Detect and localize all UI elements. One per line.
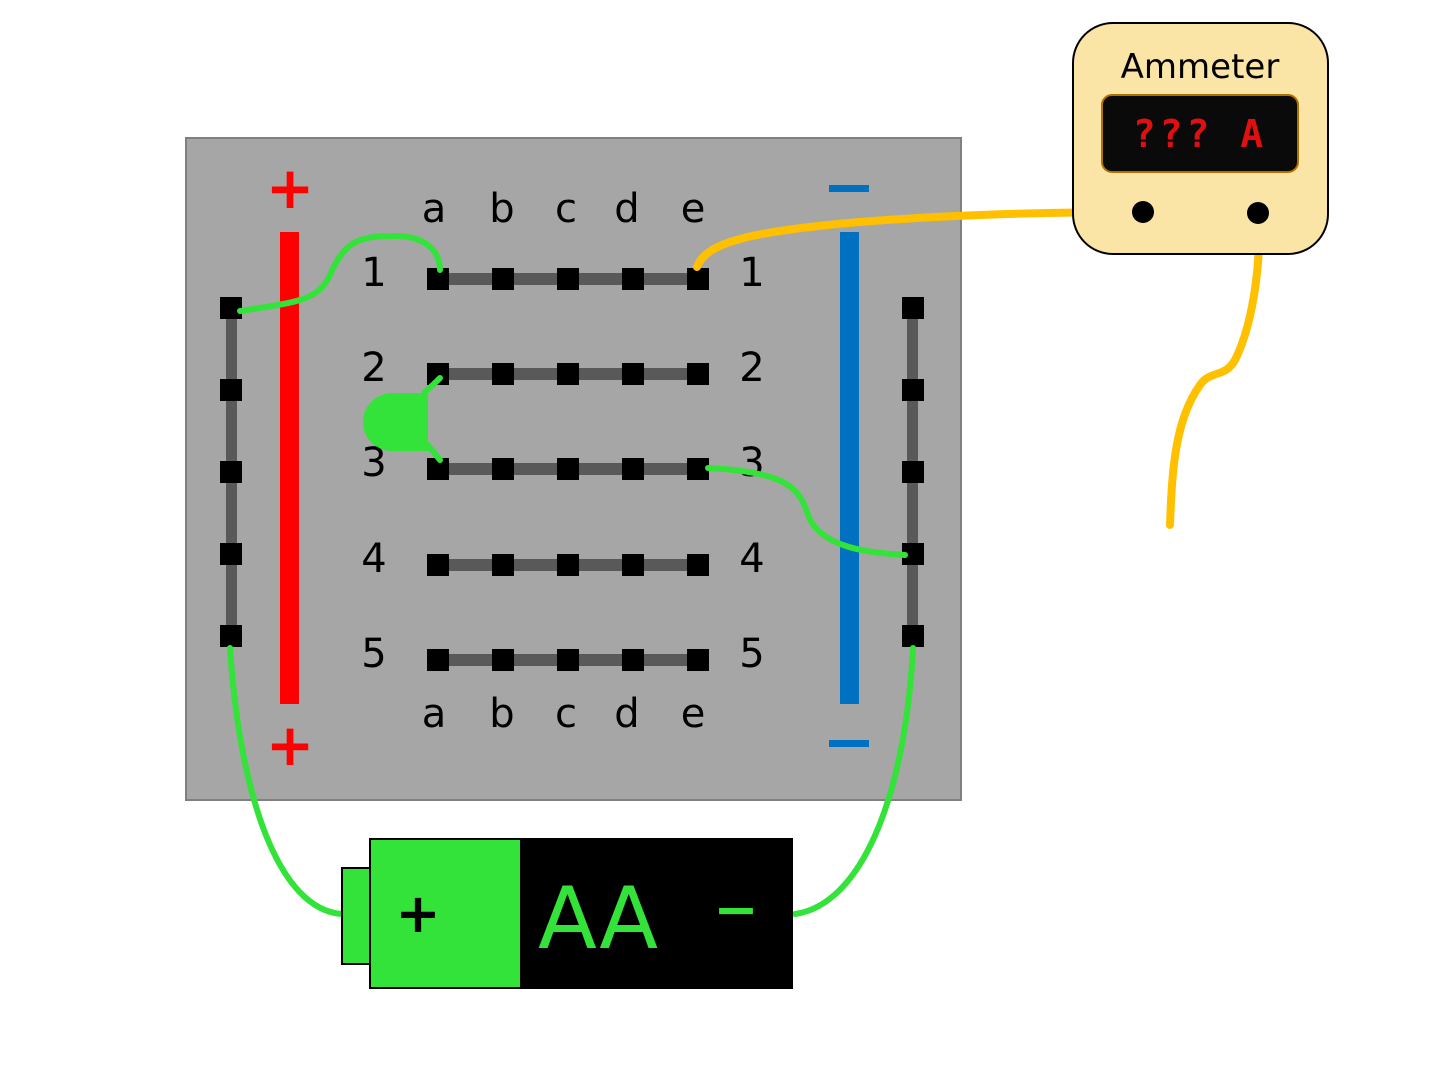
column-label-top-a: a: [422, 186, 447, 232]
hole-e3[interactable]: [687, 458, 709, 480]
ammeter-reading: ??? A: [1133, 112, 1267, 156]
row-label-right-2: 2: [739, 345, 764, 391]
hole-d3[interactable]: [622, 458, 644, 480]
column-label-bottom-d: d: [614, 691, 639, 737]
hole-b4[interactable]: [492, 554, 514, 576]
battery-positive-end: [369, 838, 523, 989]
negative-rail-hole-4[interactable]: [902, 543, 924, 565]
battery-body: [520, 838, 793, 989]
battery-negative-sign: −: [713, 878, 758, 941]
terminal-row-5: [427, 649, 709, 671]
hole-e5[interactable]: [687, 649, 709, 671]
hole-a2[interactable]: [427, 363, 449, 385]
hole-c3[interactable]: [557, 458, 579, 480]
hole-b5[interactable]: [492, 649, 514, 671]
battery-nub: [341, 867, 373, 965]
row-label-left-5: 5: [361, 631, 386, 677]
hole-b2[interactable]: [492, 363, 514, 385]
negative-rail-hole-5[interactable]: [902, 625, 924, 647]
ammeter: Ammeter ??? A: [1072, 22, 1329, 255]
row-labels-right: 1 2 3 4 5: [739, 250, 764, 677]
wire-rail-to-battery-positive: [227, 645, 345, 917]
hole-b3[interactable]: [492, 458, 514, 480]
hole-d4[interactable]: [622, 554, 644, 576]
hole-a4[interactable]: [427, 554, 449, 576]
wire-rail-to-row1: [237, 232, 443, 314]
column-label-top-c: c: [555, 186, 577, 232]
hole-d2[interactable]: [622, 363, 644, 385]
negative-rail-sign-bottom: [829, 740, 869, 747]
wire-ammeter-loose: [1166, 208, 1264, 529]
terminal-rows: [427, 268, 709, 671]
positive-rail-hole-4[interactable]: [220, 543, 242, 565]
positive-rail-hole-2[interactable]: [220, 379, 242, 401]
led-lead-top: [422, 375, 443, 395]
ammeter-title: Ammeter: [1121, 47, 1280, 87]
terminal-row-3: [427, 458, 709, 480]
row-label-right-5: 5: [739, 631, 764, 677]
hole-d5[interactable]: [622, 649, 644, 671]
hole-e1[interactable]: [687, 268, 709, 290]
column-label-bottom-a: a: [422, 691, 447, 737]
ammeter-terminal-right: [1247, 202, 1269, 224]
hole-a1[interactable]: [427, 268, 449, 290]
column-label-bottom-e: e: [681, 691, 706, 737]
positive-rail-hole-3[interactable]: [220, 461, 242, 483]
negative-rail-sign-top: [829, 185, 869, 192]
column-label-bottom-b: b: [489, 691, 514, 737]
negative-rail-line: [840, 232, 859, 704]
hole-c2[interactable]: [557, 363, 579, 385]
positive-rail-hole-1[interactable]: [220, 297, 242, 319]
battery-label: AA: [538, 869, 658, 969]
rail-holes: [220, 297, 924, 647]
row-label-right-3: 3: [739, 440, 764, 486]
wire-rail-to-battery-negative: [792, 645, 916, 917]
row-label-right-4: 4: [739, 536, 764, 582]
row-label-left-4: 4: [361, 536, 386, 582]
ammeter-terminal-left: [1132, 201, 1154, 223]
hole-e4[interactable]: [687, 554, 709, 576]
terminal-row-4: [427, 554, 709, 576]
wire-row1-to-ammeter: [693, 208, 1149, 271]
positive-rail-sign-bottom: +: [266, 711, 315, 779]
ammeter-display: [1101, 94, 1299, 173]
hole-b1[interactable]: [492, 268, 514, 290]
negative-rail-hole-1[interactable]: [902, 297, 924, 319]
column-label-top-d: d: [614, 186, 639, 232]
hole-a3[interactable]: [427, 458, 449, 480]
hole-a5[interactable]: [427, 649, 449, 671]
hole-e2[interactable]: [687, 363, 709, 385]
led-body: [363, 393, 428, 451]
row-label-left-2: 2: [361, 345, 386, 391]
led: [363, 375, 443, 463]
battery-positive-sign: +: [395, 882, 440, 945]
terminal-row-2: [427, 363, 709, 385]
battery: + AA −: [341, 838, 793, 989]
hole-d1[interactable]: [622, 268, 644, 290]
row-label-right-1: 1: [739, 250, 764, 296]
positive-rail-line: [280, 232, 299, 704]
column-label-top-e: e: [681, 186, 706, 232]
hole-c4[interactable]: [557, 554, 579, 576]
column-label-top-b: b: [489, 186, 514, 232]
negative-rail-hole-2[interactable]: [902, 379, 924, 401]
positive-rail-hole-5[interactable]: [220, 625, 242, 647]
negative-rail-hole-3[interactable]: [902, 461, 924, 483]
column-label-bottom-c: c: [555, 691, 577, 737]
terminal-row-1: [427, 268, 709, 290]
positive-rail-sign-top: +: [266, 154, 315, 222]
row-label-left-1: 1: [361, 250, 386, 296]
wire-row3-to-rail: [705, 465, 908, 558]
hole-c5[interactable]: [557, 649, 579, 671]
hole-c1[interactable]: [557, 268, 579, 290]
